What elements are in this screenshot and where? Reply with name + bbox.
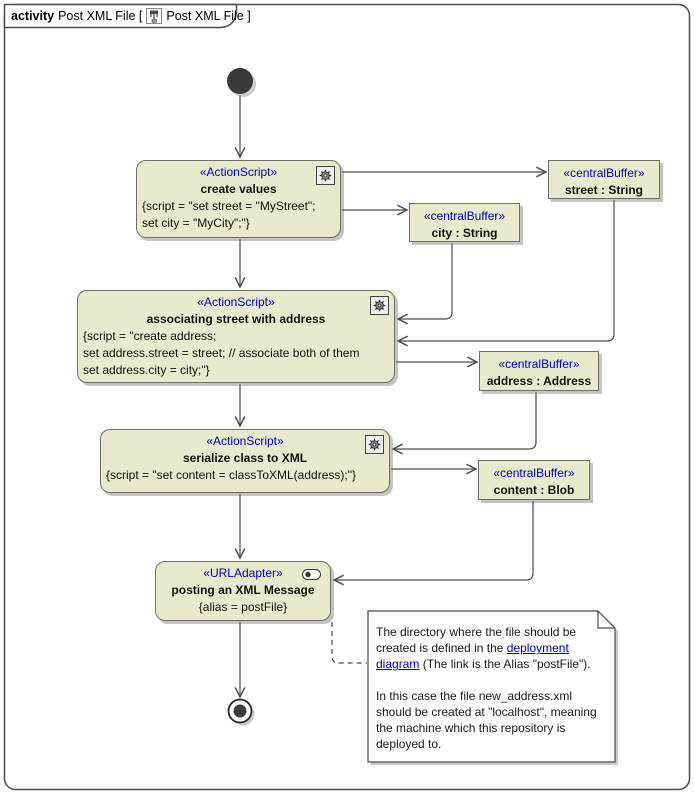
stereotype-label: «centralBuffer» [493, 466, 575, 480]
action-name: associating street with address [146, 312, 326, 326]
stereotype-label: «centralBuffer» [423, 209, 506, 223]
stereotype-label: «ActionScript» [197, 295, 275, 309]
action-name: posting an XML Message [171, 583, 315, 597]
frame-diagram-name: Post XML File [ [58, 8, 143, 23]
note-line: deployed to. [376, 737, 442, 751]
script-line: {script = "set content = classToXML(addr… [106, 468, 356, 482]
buffer-content-blob[interactable]: «centralBuffer» content : Blob [478, 460, 590, 500]
note-line: diagram (The link is the Alias "postFile… [376, 656, 608, 672]
note-anchor-line[interactable] [331, 622, 367, 664]
frame-keyword: activity [11, 8, 55, 23]
stereotype-label: «centralBuffer» [563, 166, 645, 180]
script-line: set city = "MyCity";"} [142, 216, 250, 230]
note-blank-line [376, 672, 608, 688]
stereotype-label: «ActionScript» [206, 434, 284, 448]
buffer-name: content : Blob [493, 483, 575, 497]
action-posting-an-xml-message[interactable]: «URLAdapter» posting an XML Message {ali… [155, 561, 331, 621]
frame-diagram-ref: Post XML File ] [166, 8, 251, 23]
buffer-name: city : String [431, 226, 498, 240]
edge-address-to-serialize[interactable] [393, 392, 537, 449]
action-serialize-class-to-xml[interactable]: «ActionScript» serialize class to XML {s… [100, 429, 390, 493]
action-associating-street-with-address[interactable]: «ActionScript» associating street with a… [77, 290, 395, 383]
note-line-text: (The link is the Alias "postFile"). [419, 657, 591, 671]
script-line: set address.city = city;"} [83, 363, 210, 377]
gear-icon [370, 296, 389, 315]
gear-icon [316, 166, 335, 185]
edge-content-to-posting[interactable] [334, 501, 534, 580]
frame-title: activity Post XML File [ Post XML File ] [11, 7, 251, 24]
stereotype-label: «centralBuffer» [498, 357, 580, 371]
script-line: set address.street = street; // associat… [83, 346, 360, 360]
buffer-street-string[interactable]: «centralBuffer» street : String [548, 160, 660, 199]
note-line: created is defined in the deployment [376, 640, 608, 656]
note-line: the machine which this repository is [376, 721, 566, 735]
activity-diagram-icon [146, 7, 163, 24]
buffer-name: street : String [564, 183, 643, 197]
diagram-frame [3, 3, 691, 791]
note-line: In this case the file new_address.xml [376, 689, 573, 703]
gear-icon [365, 435, 384, 454]
action-name: create values [200, 182, 277, 196]
deployment-diagram-link[interactable]: deployment [506, 641, 569, 655]
note-line-text: created is defined in the [376, 641, 507, 655]
buffer-city-string[interactable]: «centralBuffer» city : String [409, 203, 520, 242]
edge-street-to-associating[interactable] [398, 200, 615, 341]
action-name: serialize class to XML [182, 451, 308, 465]
note-line: The directory where the file should be [376, 625, 577, 639]
stereotype-label: «ActionScript» [199, 165, 278, 179]
final-node-core [233, 704, 247, 718]
edge-city-to-associating[interactable] [398, 243, 453, 319]
note-fold-corner [597, 611, 615, 629]
script-line: {script = "create address; [83, 329, 217, 343]
deployment-diagram-link[interactable]: diagram [376, 657, 420, 671]
alias-property: {alias = postFile} [198, 600, 288, 614]
action-create-values[interactable]: «ActionScript» create values {script = "… [136, 160, 341, 238]
note-line: should be created at "localhost", meanin… [376, 705, 597, 719]
frame-name-tab [3, 3, 238, 29]
buffer-address-address[interactable]: «centralBuffer» address : Address [479, 351, 599, 391]
stereotype-label: «URLAdapter» [203, 566, 283, 580]
buffer-name: address : Address [486, 374, 592, 388]
initial-node[interactable] [227, 68, 253, 94]
note-text: The directory where the file should be c… [376, 624, 608, 752]
note-shape[interactable] [367, 610, 616, 763]
script-line: {script = "set street = "MyStreet"; [142, 199, 316, 213]
adapter-pill-icon [302, 569, 321, 583]
